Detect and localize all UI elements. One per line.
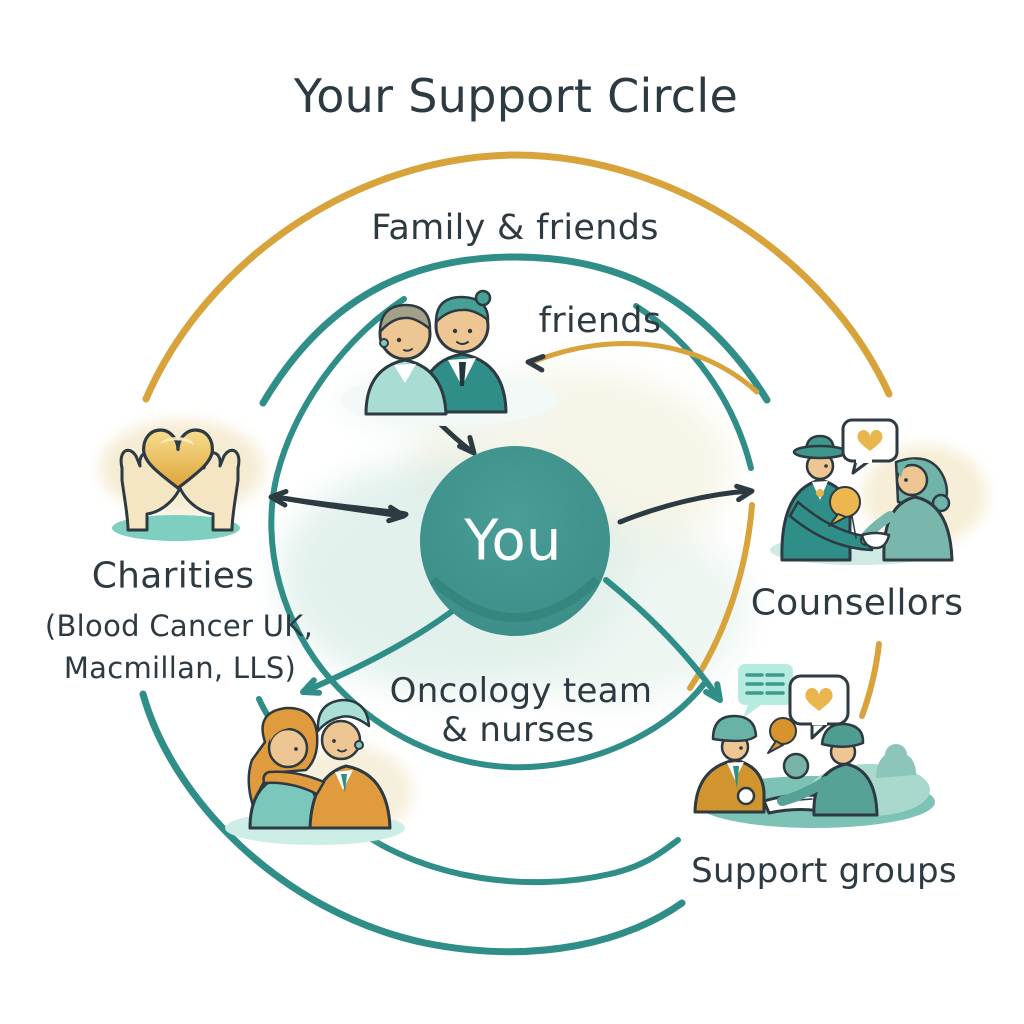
middle-teal-arc-bottom	[356, 828, 681, 886]
label-support-groups: Support groups	[691, 851, 957, 891]
hands-holding-heart-icon	[100, 420, 264, 541]
inner-teal-arc-topright	[633, 303, 754, 471]
label-counsellors: Counsellors	[750, 582, 964, 624]
center-you-label: You	[464, 508, 562, 574]
outer-teal-arc-bottom	[139, 690, 686, 956]
label-oncology-line2: & nurses	[441, 710, 595, 750]
nurse-comforting-patient-icon	[225, 698, 412, 845]
center-you-circle	[420, 446, 610, 636]
middle-teal-arc-top	[259, 253, 771, 407]
counselling-session-icon	[770, 418, 987, 565]
orbit-arcs	[139, 151, 893, 956]
label-friends: friends	[538, 301, 662, 341]
label-oncology-line1: Oncology team	[389, 671, 653, 711]
label-charities-detail1: (Blood Cancer UK,	[44, 609, 314, 643]
group-meeting-icon	[693, 664, 935, 828]
outer-gold-arc	[142, 151, 893, 403]
outer-gold-dash	[859, 641, 882, 719]
label-charities-detail2: Macmillan, LLS)	[63, 651, 297, 685]
label-charities: Charities	[91, 555, 255, 597]
inner-gold-arc-right	[687, 502, 755, 691]
label-family-friends: Family & friends	[371, 208, 659, 248]
arrows	[268, 340, 760, 703]
family-pair-icon	[340, 289, 556, 426]
page-title: Your Support Circle	[293, 69, 739, 123]
